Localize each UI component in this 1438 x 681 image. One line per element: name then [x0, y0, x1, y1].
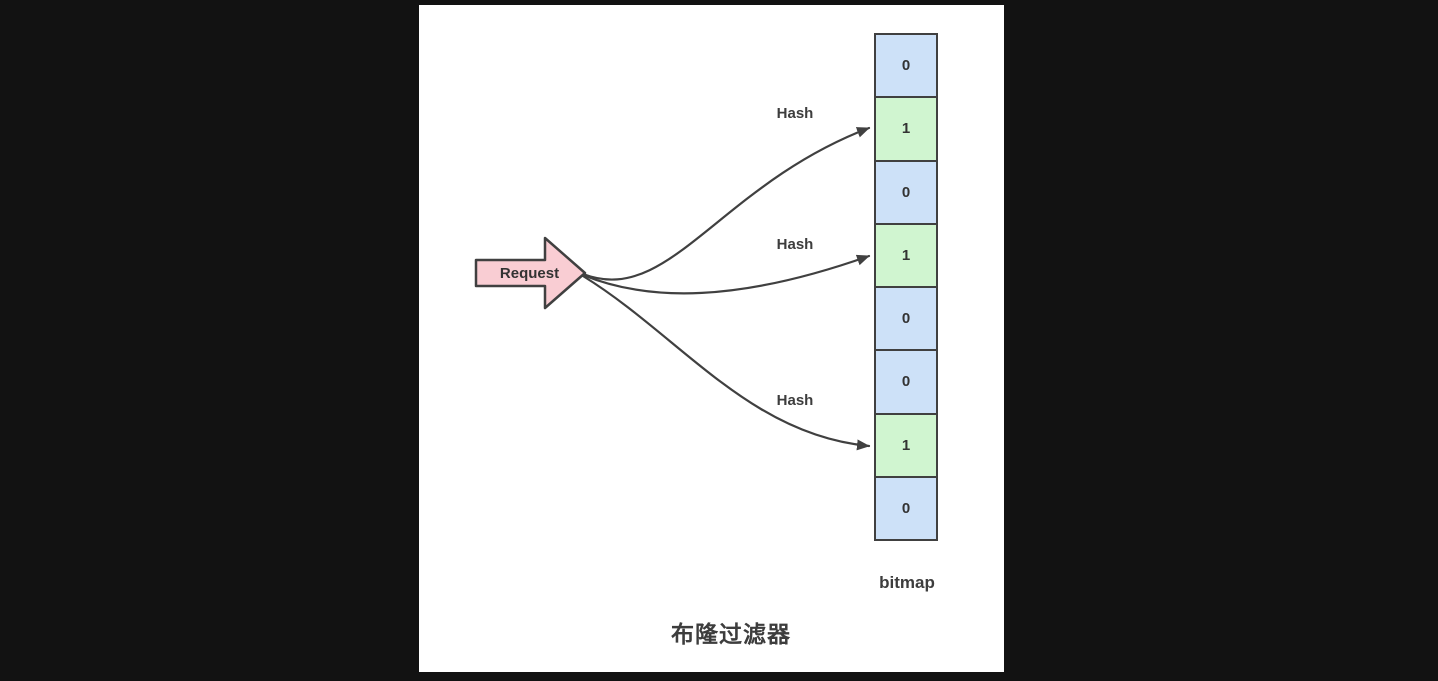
bitmap-cell: 0 [874, 286, 938, 352]
bitmap-cell: 0 [874, 159, 938, 225]
bitmap-cell: 1 [874, 96, 938, 162]
hash-arrow-curve-2 [581, 254, 871, 295]
hash-function-label-3: Hash [776, 392, 814, 409]
hash-function-label-1: Hash [776, 105, 814, 122]
diagram-title: 布隆过滤器 [671, 621, 791, 647]
request-arrow-shape [474, 236, 587, 310]
bitmap-cell: 0 [874, 475, 938, 541]
bitmap-label: bitmap [879, 573, 935, 592]
bitmap-cell: 0 [874, 349, 938, 415]
hash-arrow-curve-3 [581, 274, 871, 451]
diagram-overlay [474, 126, 871, 451]
bitmap-cell: 1 [874, 412, 938, 478]
hash-arrow-curve-1 [581, 126, 871, 281]
hash-function-label-2: Hash [776, 236, 814, 253]
bitmap-cell: 0 [874, 33, 938, 99]
bitmap-cell: 1 [874, 222, 938, 288]
request-arrow-label: Request [499, 265, 560, 282]
